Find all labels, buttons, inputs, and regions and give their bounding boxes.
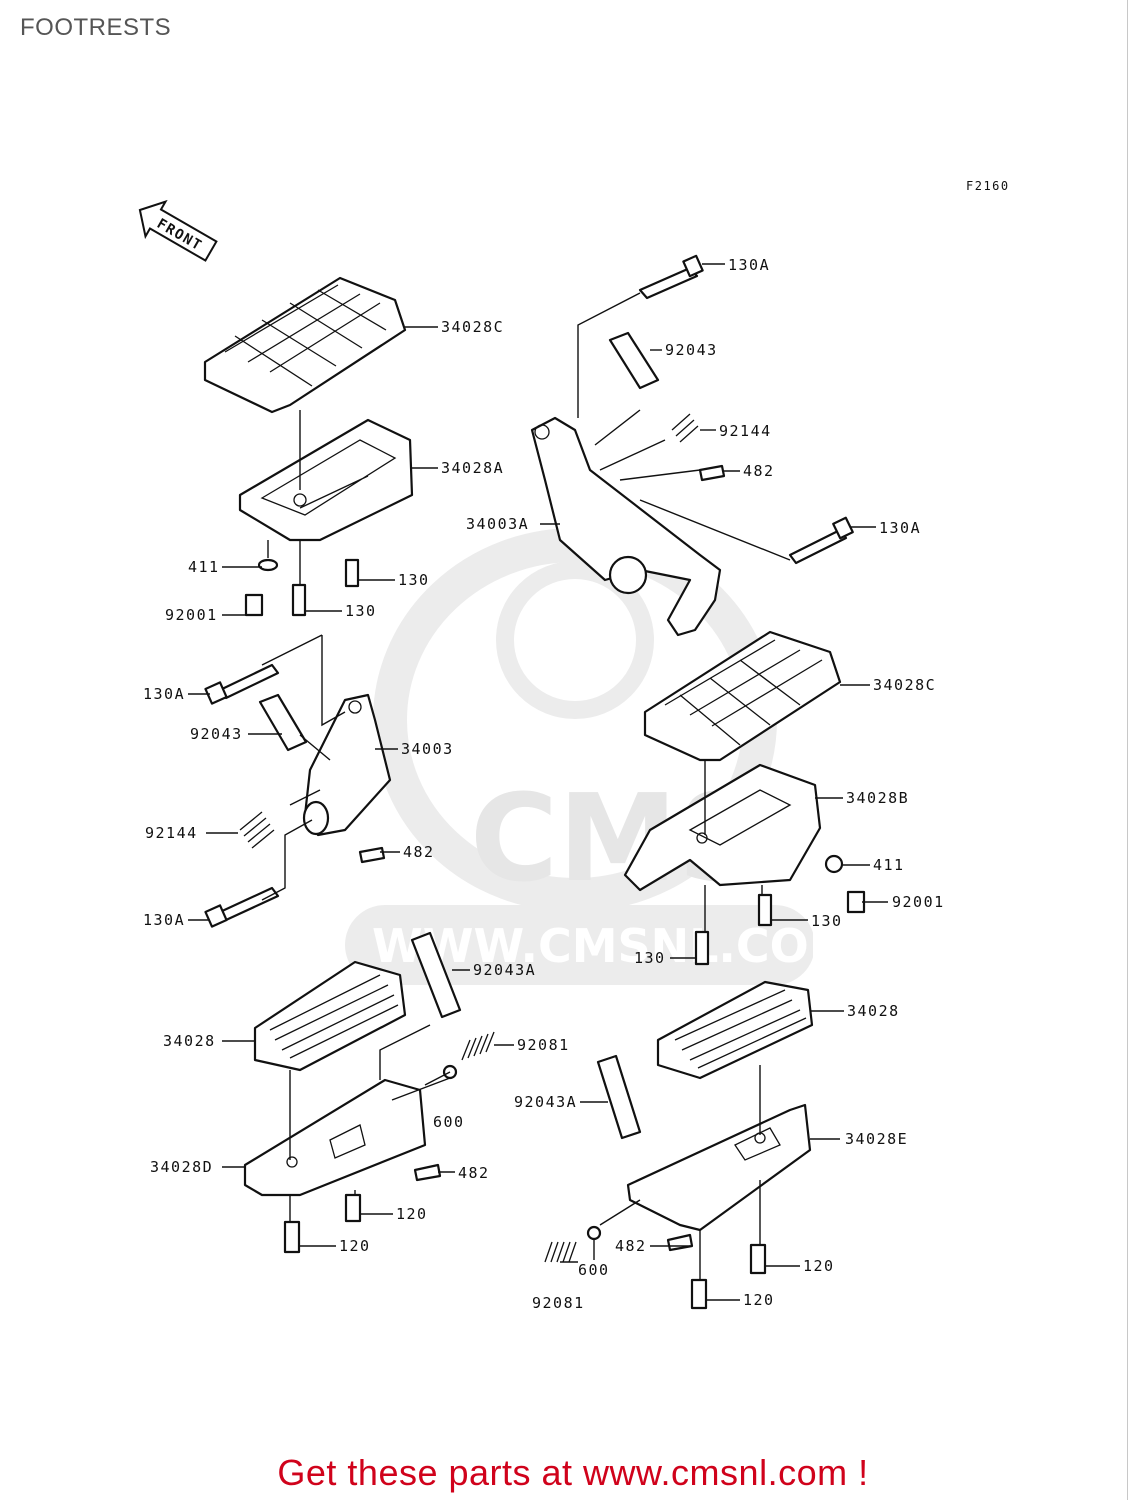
watermark-site: WWW.CMSNL.COM (372, 919, 855, 973)
callout-120: 120 (339, 1237, 371, 1255)
callout-92081: 92081 (532, 1294, 585, 1312)
page-border (1127, 0, 1128, 1500)
callout-130: 130 (345, 602, 377, 620)
footpeg-base-34028b (623, 763, 822, 892)
callout-600: 600 (578, 1261, 610, 1279)
callout-411: 411 (873, 856, 905, 874)
callout-92043: 92043 (190, 725, 243, 743)
callout-92144: 92144 (145, 824, 198, 842)
callout-34028c: 34028C (441, 318, 504, 336)
callout-34003a: 34003A (466, 515, 529, 533)
callout-labels: 130A 34028C 92043 92144 482 34028A 34003… (143, 256, 945, 1312)
callout-600: 600 (433, 1113, 465, 1131)
callout-482: 482 (403, 843, 435, 861)
footpeg-base-34028e (626, 1103, 812, 1232)
callout-34028b: 34028B (846, 789, 909, 807)
callout-92081: 92081 (517, 1036, 570, 1054)
footpeg-34028-right (656, 980, 814, 1080)
callout-34028a: 34028A (441, 459, 504, 477)
callout-34028d: 34028D (150, 1158, 213, 1176)
footpeg-rubber-34028c-left (203, 276, 407, 414)
footpeg-bracket-34003a (530, 416, 722, 637)
leader-lines (188, 263, 888, 1301)
footpeg-rubber-34028c-right (643, 630, 842, 762)
callout-130a: 130A (879, 519, 921, 537)
callout-120: 120 (743, 1291, 775, 1309)
footpeg-base-34028a (238, 418, 414, 542)
callout-120: 120 (803, 1257, 835, 1275)
footpeg-base-34028d (243, 1078, 427, 1197)
callout-130: 130 (634, 949, 666, 967)
callout-411: 411 (188, 558, 220, 576)
callout-92144: 92144 (719, 422, 772, 440)
callout-130a: 130A (143, 911, 185, 929)
callout-34003: 34003 (401, 740, 454, 758)
callout-92001: 92001 (892, 893, 945, 911)
callout-34028c: 34028C (873, 676, 936, 694)
page-title: FOOTRESTS (20, 14, 172, 41)
hardware-parts (204, 254, 866, 1310)
callout-120: 120 (396, 1205, 428, 1223)
front-arrow-icon: FRONT (138, 199, 218, 262)
callout-130a: 130A (728, 256, 770, 274)
callout-482: 482 (743, 462, 775, 480)
diagram-code: F2160 (966, 179, 1010, 193)
callout-130: 130 (398, 571, 430, 589)
callout-92043a: 92043A (473, 961, 536, 979)
watermark: CMS WWW.CMSNL.COM (345, 528, 855, 985)
callout-130a: 130A (143, 685, 185, 703)
callout-92043a: 92043A (514, 1093, 577, 1111)
callout-482: 482 (458, 1164, 490, 1182)
footpeg-34028-left (253, 960, 407, 1072)
footpeg-bracket-34003-left (302, 693, 392, 837)
callout-34028e: 34028E (845, 1130, 908, 1148)
callout-92043: 92043 (665, 341, 718, 359)
promo-link[interactable]: Get these parts at www.cmsnl.com ! (277, 1452, 869, 1493)
callout-34028: 34028 (163, 1032, 216, 1050)
callout-130: 130 (811, 912, 843, 930)
callout-482: 482 (615, 1237, 647, 1255)
callout-92001: 92001 (165, 606, 218, 624)
callout-34028: 34028 (847, 1002, 900, 1020)
